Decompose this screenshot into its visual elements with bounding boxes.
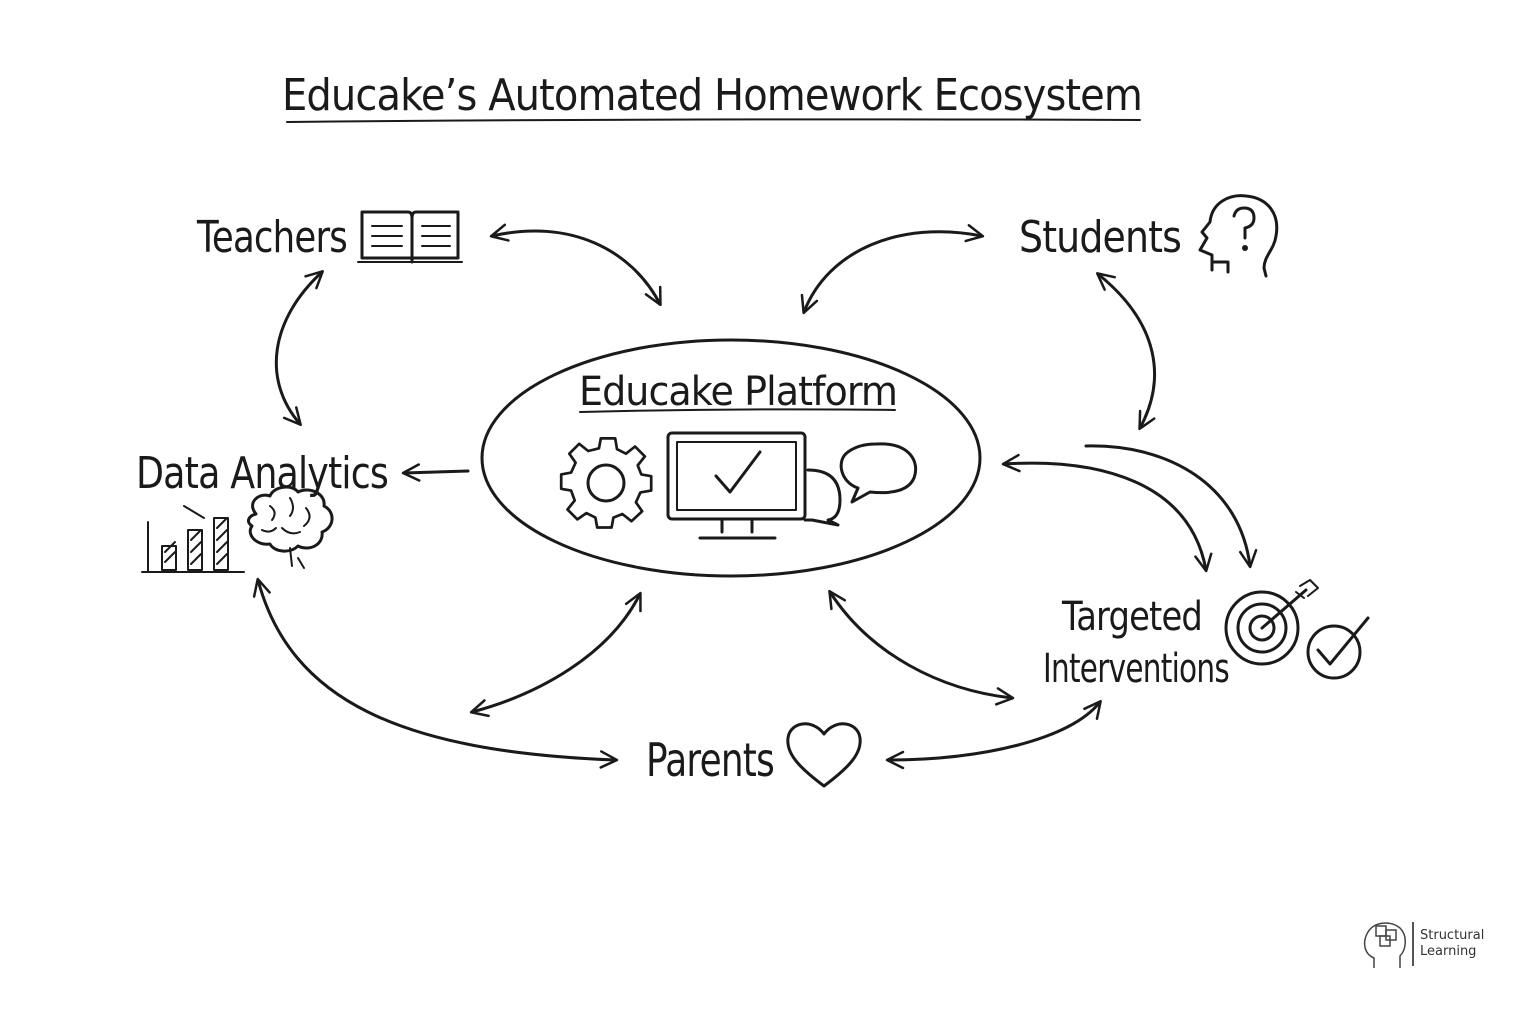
platform-ellipse xyxy=(480,338,982,578)
connector-platform-interventions xyxy=(828,589,1015,706)
parents-label: Parents xyxy=(646,733,774,787)
head-question-icon xyxy=(1198,194,1279,278)
bar-chart-icon xyxy=(141,505,245,573)
heart-icon xyxy=(786,722,862,788)
brand-line2: Learning xyxy=(1420,944,1477,959)
connector-teachers-platform xyxy=(489,223,662,307)
brand-logo: Structural Learning xyxy=(1360,914,1500,974)
connector-teachers-analytics xyxy=(274,270,324,427)
title-underline xyxy=(286,118,1141,123)
check-circle-icon xyxy=(1306,616,1370,680)
brand-divider xyxy=(1412,922,1414,966)
connector-platform-interventions-right xyxy=(1001,453,1213,573)
brand-line1: Structural xyxy=(1420,928,1485,943)
teachers-label: Teachers xyxy=(196,212,347,263)
connector-students-interventions xyxy=(1095,272,1157,431)
brand-name: Structural Learning xyxy=(1420,928,1484,960)
platform-label: Educake Platform xyxy=(579,369,897,415)
brain-icon xyxy=(247,485,334,569)
speech-bubbles-icon xyxy=(803,442,918,527)
connector-platform-analytics xyxy=(401,463,470,482)
gear-icon xyxy=(559,437,653,529)
platform-underline xyxy=(579,408,896,413)
diagram-title: Educake’s Automated Homework Ecosystem xyxy=(282,70,1142,121)
interventions-label-line2: Interventions xyxy=(1043,646,1229,692)
analytics-label: Data Analytics xyxy=(136,448,388,499)
target-arrow-icon xyxy=(1224,579,1319,666)
connector-parents-interventions xyxy=(885,699,1102,770)
connector-students-platform xyxy=(800,224,985,315)
connector-analytics-parents xyxy=(252,577,619,769)
brain-head-logo-icon xyxy=(1363,922,1406,968)
students-label: Students xyxy=(1019,212,1181,263)
monitor-check-icon xyxy=(666,431,807,540)
open-book-icon xyxy=(357,210,463,264)
connector-students-interventions-right xyxy=(1084,444,1258,569)
interventions-label-line1: Targeted xyxy=(1061,594,1202,640)
connector-platform-parents xyxy=(469,591,642,718)
